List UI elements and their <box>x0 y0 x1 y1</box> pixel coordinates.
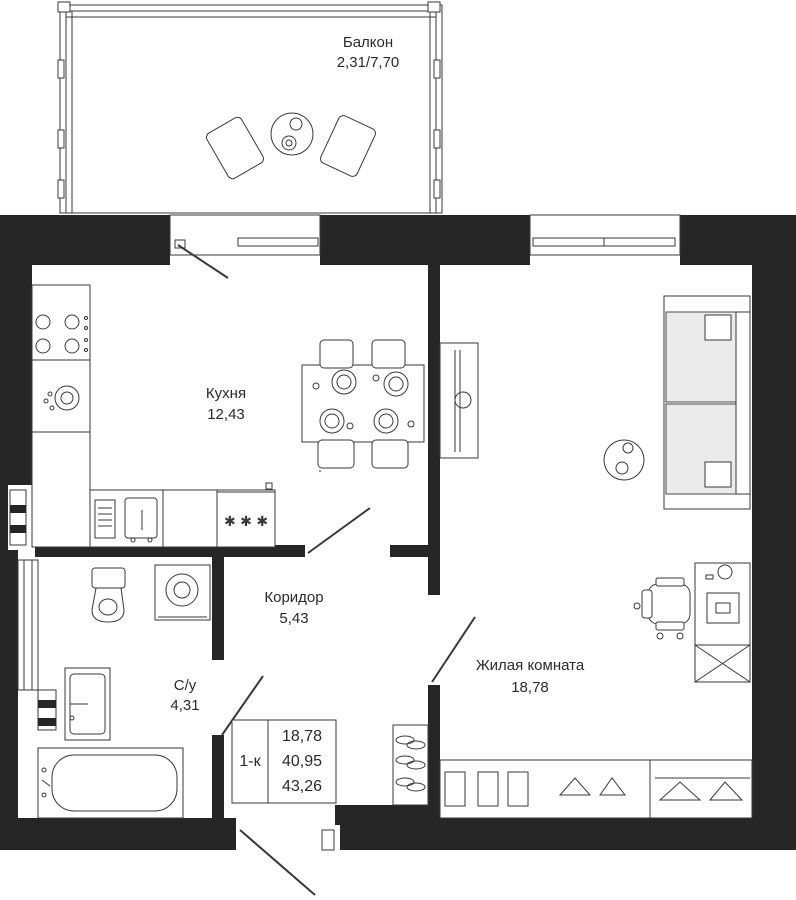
bathtub-icon <box>37 747 184 819</box>
balcony-chair-left <box>206 116 264 180</box>
toilet-icon <box>91 567 126 623</box>
bathroom: С/у 4,31 <box>37 564 211 819</box>
svg-text:✱ ✱ ✱: ✱ ✱ ✱ <box>224 514 268 530</box>
kitchen-door <box>307 507 371 554</box>
desk <box>694 562 751 683</box>
kitchen-name: Кухня <box>206 385 246 402</box>
coffee-table <box>603 439 645 481</box>
total-with-balcony-value: 43,26 <box>282 778 322 795</box>
wardrobe <box>439 759 753 819</box>
washing-machine-icon <box>154 564 211 621</box>
walls <box>0 215 796 850</box>
living-area: 18,78 <box>511 679 549 696</box>
kitchen: ✱ ✱ ✱ Кухня 12,43 <box>31 284 425 554</box>
total-area-value: 40,95 <box>282 753 322 770</box>
bathroom-door <box>221 675 264 736</box>
balcony-railing-ticks <box>57 1 441 199</box>
left-windows <box>9 489 57 731</box>
dining-table <box>301 339 425 472</box>
office-chair <box>633 577 691 640</box>
bathroom-area: 4,31 <box>170 697 199 714</box>
sofa <box>663 295 751 510</box>
balcony-door <box>174 239 229 279</box>
corridor-area: 5,43 <box>279 610 308 627</box>
sink-icon <box>94 497 158 543</box>
living-area-value: 18,78 <box>282 728 322 745</box>
tv-icon <box>439 342 479 459</box>
living-room: Жилая комната 18,78 <box>431 295 753 819</box>
washbasin-icon <box>64 667 111 741</box>
bathroom-name: С/у <box>174 677 197 694</box>
area-summary: 1-к 18,78 40,95 43,26 <box>231 719 337 804</box>
coffee-machine-icon <box>43 385 80 411</box>
cooktop-icon <box>35 314 88 354</box>
corridor: Коридор 5,43 1-к 18,78 40,95 43,26 <box>221 589 429 896</box>
apartment-type: 1-к <box>239 753 261 770</box>
oven-icon: ✱ ✱ ✱ <box>216 482 276 548</box>
top-windows <box>169 214 681 256</box>
kitchen-area: 12,43 <box>207 406 245 423</box>
balcony: Балкон 2,31/7,70 <box>57 1 443 214</box>
corridor-name: Коридор <box>264 589 323 606</box>
shoe-rack <box>392 724 429 806</box>
balcony-name: Балкон <box>343 34 393 51</box>
balcony-area: 2,31/7,70 <box>337 54 400 71</box>
living-door <box>431 616 476 683</box>
balcony-chair-right <box>320 115 376 177</box>
entrance-door <box>239 829 335 896</box>
living-name: Жилая комната <box>476 657 585 674</box>
balcony-round-table <box>270 112 314 156</box>
